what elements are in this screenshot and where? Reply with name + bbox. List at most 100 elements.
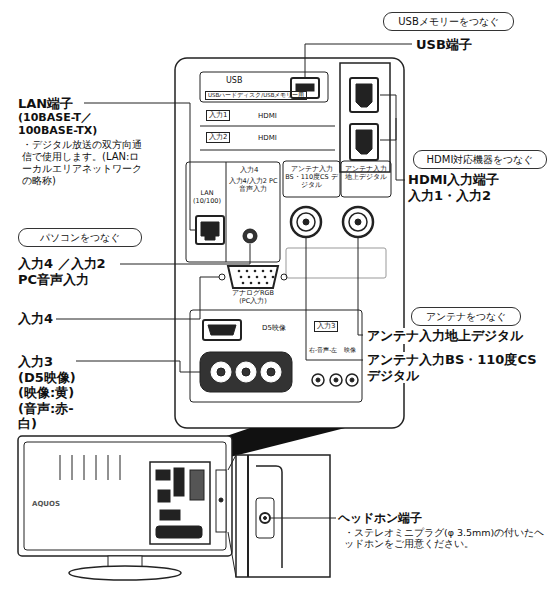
headphone-zoom xyxy=(236,455,330,577)
spec-note: (10BASE-T／100BASE-TX) xyxy=(18,111,114,137)
tv-illustration-part xyxy=(18,436,232,556)
leader-lines xyxy=(56,44,412,518)
hdmi-ports-part xyxy=(356,84,372,107)
tv-illustration-part-part xyxy=(96,455,97,480)
tv-illustration-part xyxy=(160,510,180,520)
panel-print: 入力4 xyxy=(240,166,258,174)
lan-audio-area-part xyxy=(243,229,257,243)
tv-illustration-part xyxy=(156,526,202,538)
leader-lines-part xyxy=(271,518,336,519)
antenna-inputs-part xyxy=(349,213,367,231)
hdmi-ports xyxy=(340,63,390,172)
rounded-heading-box: パソコンをつなぐ xyxy=(18,228,142,247)
input3-area xyxy=(190,310,362,402)
lan-audio-area-part xyxy=(247,233,253,239)
vga-port-part xyxy=(238,270,275,285)
tv-illustration-part xyxy=(158,490,170,502)
callout-label: 入力4 ／入力2 PC音声入力 xyxy=(18,256,133,287)
headphone-zoom-part xyxy=(247,455,249,577)
input3-area-part xyxy=(346,374,358,386)
vga-port xyxy=(219,266,287,288)
panel-print: HDMI xyxy=(258,112,277,120)
leader-lines-part xyxy=(306,237,363,360)
terminal-panel-part xyxy=(200,150,335,151)
vga-port-part-part xyxy=(264,276,267,279)
leader-lines-part xyxy=(358,237,363,335)
leader-lines-part xyxy=(120,244,250,264)
panel-print: アナログRGB (PC入力) xyxy=(227,290,279,306)
hdmi-ports-part xyxy=(350,78,378,112)
tv-illustration-part-part xyxy=(72,455,73,480)
input3-area-part xyxy=(330,374,342,386)
panel-print: HDMI xyxy=(258,134,277,142)
brand-logo: AQUOS xyxy=(32,500,60,508)
tv-illustration-part xyxy=(228,532,236,577)
antenna-inputs-part xyxy=(355,219,361,225)
note-text: ・デジタル放送の双方向通信で使用します。(LAN:ローカルエリアネットワークの略… xyxy=(22,139,142,187)
heading-text: アンテナをつなぐ xyxy=(420,310,512,323)
tv-illustration-part-part xyxy=(84,455,85,480)
antenna-inputs-part xyxy=(286,248,386,278)
hdmi-ports-part xyxy=(340,63,390,172)
heading-text: パソコンをつなぐ xyxy=(27,231,133,244)
lan-audio-area-part xyxy=(201,222,219,240)
rounded-heading-box: USBメモリーをつなぐ xyxy=(383,12,514,31)
antenna-inputs-part xyxy=(341,161,391,197)
lan-audio-area-part xyxy=(186,162,280,262)
tv-illustration-part-part xyxy=(120,455,121,480)
callout-label: 入力3 (D5映像) (映像:黄)(音声:赤-白) xyxy=(18,354,88,432)
note-text: ・ステレオミニプラグ(φ 3.5mm)の付いたヘッドホンをご用意ください。 xyxy=(344,527,549,550)
input3-area-part xyxy=(217,368,225,376)
antenna-inputs-part xyxy=(297,213,315,231)
input3-area-part xyxy=(242,368,250,376)
callout-label: アンテナ入力地上デジタル xyxy=(366,328,524,344)
panel-print: 入力1 xyxy=(206,110,230,121)
leader-lines-part xyxy=(76,361,200,372)
input3-area-part xyxy=(316,378,320,382)
vga-port-part-part xyxy=(240,276,243,279)
antenna-inputs-part xyxy=(343,207,373,237)
terminal-panel-part xyxy=(200,72,328,102)
vga-port-part-part xyxy=(250,282,253,285)
panel-print: USB xyxy=(226,76,242,86)
panel-print: D5映像 xyxy=(262,324,286,332)
input3-area-part xyxy=(200,352,292,392)
tv-illustration-part xyxy=(24,442,226,550)
tv-illustration-part xyxy=(219,498,223,502)
vga-port-part-part xyxy=(256,276,259,279)
vga-port-part-part xyxy=(242,282,245,285)
tv-illustration-part xyxy=(190,470,204,500)
tv-illustration-part-part xyxy=(60,455,61,480)
headphone-zoom-part xyxy=(256,466,282,568)
input3-area-part xyxy=(334,378,338,382)
antenna-inputs-part xyxy=(303,219,309,225)
vga-port-part-part xyxy=(272,276,275,279)
heading-text: HDMI対応機器をつなぐ xyxy=(422,153,538,166)
hdmi-ports-part xyxy=(350,124,378,160)
input3-area-part xyxy=(236,362,256,382)
vga-port-part xyxy=(228,266,278,288)
callout-label: LAN端子 xyxy=(18,96,73,112)
headphone-zoom-part xyxy=(260,513,270,523)
heading-text: USBメモリーをつなぐ xyxy=(392,15,505,28)
vga-port-part-part xyxy=(254,270,257,273)
vga-port-part-part xyxy=(248,276,251,279)
usb-port-part xyxy=(296,84,314,91)
panel-print: 入力4/入力2 PC音声入力 xyxy=(228,178,278,194)
leader-lines-part xyxy=(305,44,412,78)
panel-print: 入力2 xyxy=(206,132,230,143)
antenna-inputs-part xyxy=(283,161,340,197)
headphone-zoom-part xyxy=(236,455,330,577)
callout-label: アンテナ入力BS・110度CSデジタル xyxy=(366,352,548,383)
antenna-inputs-part xyxy=(291,207,321,237)
lan-audio-area-part xyxy=(196,216,224,244)
tv-illustration-part xyxy=(174,468,184,496)
input3-area-part xyxy=(208,325,236,335)
panel-print: 映像 xyxy=(344,346,356,353)
tv-illustration xyxy=(18,436,236,580)
input3-area-part xyxy=(190,310,362,402)
vga-port-part-part xyxy=(238,270,241,273)
antenna-inputs xyxy=(283,161,391,278)
